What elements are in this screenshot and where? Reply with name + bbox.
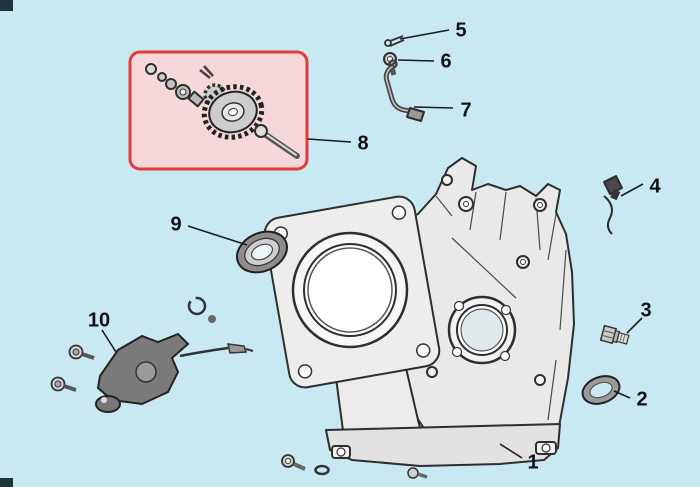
leader-line-4 xyxy=(620,183,644,197)
leader-line-10 xyxy=(101,329,117,353)
leader-line-5 xyxy=(399,29,450,40)
lower-boss-right xyxy=(534,374,546,386)
seal-ring xyxy=(581,375,621,405)
governor-washer-2 xyxy=(165,78,177,90)
governor-gear xyxy=(201,84,265,140)
mounting-bolt-upper xyxy=(68,344,95,360)
snap-ring xyxy=(187,296,207,316)
clip-wire xyxy=(603,195,613,235)
cylinder-flange xyxy=(263,195,441,389)
bottom-washer xyxy=(314,464,330,476)
callout-label-7: 7 xyxy=(460,99,471,121)
bottom-bolt-right xyxy=(407,467,428,479)
arm-paddle xyxy=(406,107,425,122)
corner-mark-bottom-left xyxy=(0,478,13,487)
governor-washer xyxy=(157,72,167,82)
ear-boss-hole xyxy=(537,202,543,208)
leader-lines xyxy=(101,29,644,459)
leader-line-3 xyxy=(626,317,643,334)
callout-label-10: 10 xyxy=(88,309,110,331)
governor-gear-assembly xyxy=(145,63,300,159)
cotter-pin xyxy=(384,35,405,47)
ignition-coil-assembly xyxy=(50,296,254,413)
oil-seal xyxy=(236,230,288,274)
callout-label-8: 8 xyxy=(357,132,368,154)
coil-foot xyxy=(95,395,121,413)
crankcase-base xyxy=(325,423,561,467)
governor-holder xyxy=(187,90,205,108)
coil-wire xyxy=(179,346,229,358)
pinion-hole xyxy=(179,88,187,96)
callout-label-9: 9 xyxy=(170,213,181,235)
bracket-boss xyxy=(441,174,453,186)
base-hole-right xyxy=(541,443,551,453)
mounting-bolt-lower xyxy=(50,376,77,392)
callout-label-5: 5 xyxy=(455,19,466,41)
corner-mark-top-left xyxy=(0,0,13,11)
leader-line-7 xyxy=(413,106,454,109)
clip-tab xyxy=(610,189,621,201)
connector-tip xyxy=(245,348,254,352)
leader-line-8 xyxy=(307,138,352,143)
callout-label-6: 6 xyxy=(440,50,451,72)
side-boss-hole xyxy=(520,259,526,265)
callout-label-4: 4 xyxy=(649,175,661,197)
callout-labels: 1 2 3 4 5 6 7 8 9 10 xyxy=(88,19,662,473)
governor-shaft-highlight xyxy=(266,134,297,156)
leader-line-6 xyxy=(397,59,435,62)
drain-plug-bolt xyxy=(599,324,630,345)
top-boss-hole xyxy=(463,201,469,207)
governor-clevis xyxy=(199,65,214,79)
lower-boss xyxy=(426,366,438,378)
coil-foot-hole xyxy=(101,397,107,403)
thrust-washer xyxy=(254,124,268,138)
bearing-boss xyxy=(447,295,517,365)
grommet xyxy=(208,315,216,323)
governor-bolt xyxy=(145,63,157,75)
leader-line-1 xyxy=(499,443,523,459)
callout-label-1: 1 xyxy=(527,451,538,473)
governor-arm-rod xyxy=(383,59,425,122)
callout-label-3: 3 xyxy=(640,299,651,321)
leader-line-9 xyxy=(187,225,248,246)
coil-tower xyxy=(135,361,157,383)
callout-label-2: 2 xyxy=(636,388,647,410)
wire-clip xyxy=(603,175,623,235)
wire-connector xyxy=(227,343,248,354)
bottom-bolt xyxy=(281,454,306,471)
leader-line-2 xyxy=(613,390,631,399)
base-hole-left xyxy=(336,447,346,457)
crankcase xyxy=(263,157,575,467)
